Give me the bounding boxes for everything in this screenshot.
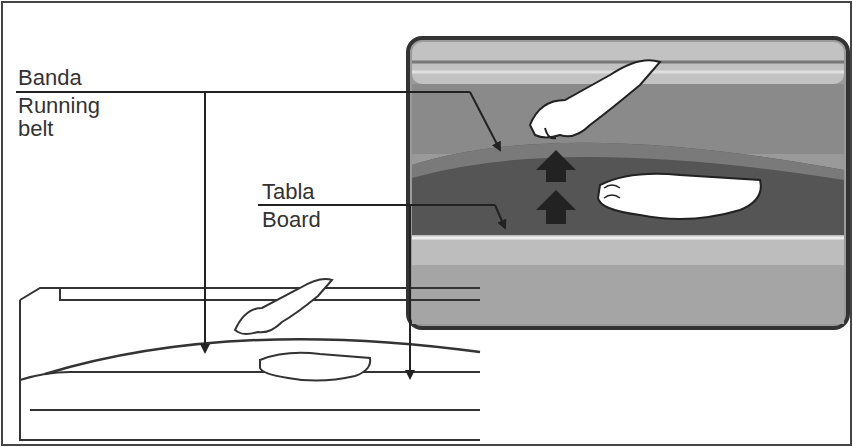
part-name: Running belt [18,94,128,140]
part-name: Board [262,208,462,231]
leader-lines [16,92,505,378]
part-name: Tabla [262,180,462,203]
inset-view [408,38,848,328]
part-name: Banda [18,66,218,89]
